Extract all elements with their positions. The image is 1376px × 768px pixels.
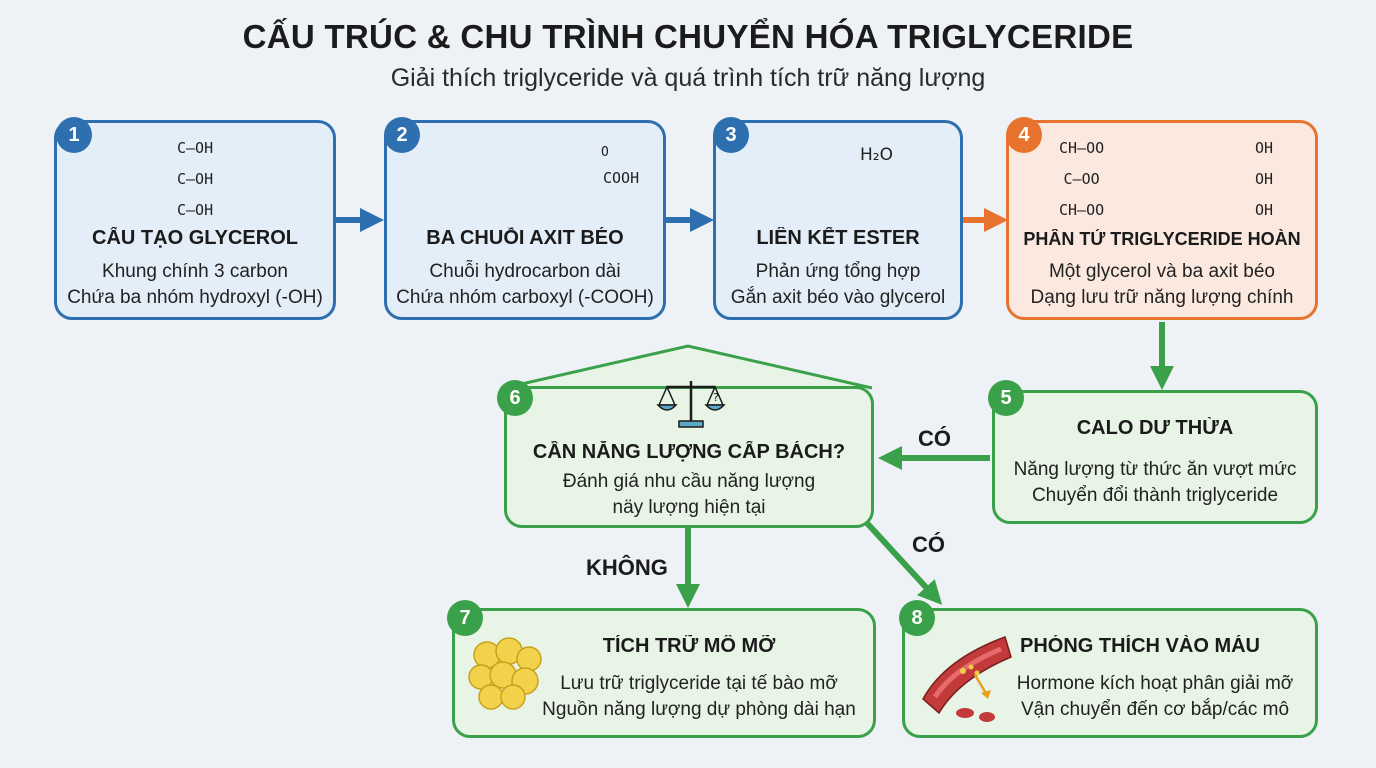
arrow-6-8 (863, 519, 943, 605)
step-6-line-2: näy lượng hiện tại (612, 497, 766, 518)
step-3-line-1: Phản ứng tổng hợp (755, 261, 921, 282)
edge-label-yes-5-6: CÓ (918, 426, 951, 451)
step-7-badge: 7 (447, 600, 483, 636)
step-7-line-1: Lưu trữ triglyceride tại tế bào mỡ (560, 673, 838, 694)
step-1-title: CẤU TẠO GLYCEROL (92, 227, 298, 249)
step-5-line-2: Chuyển đổi thành triglyceride (1031, 485, 1279, 506)
glycerol-line-2: C–OH (177, 170, 214, 188)
step-7-line-2: Nguồn năng lượng dự phòng dài hạn (542, 699, 856, 720)
step-2-line-2: Chứa nhóm carboxyl (-COOH) (396, 287, 654, 308)
carboxyl-label: COOH (603, 169, 640, 187)
step-6-badge: 6 (497, 380, 533, 416)
tri-oh-3: OH (1255, 201, 1274, 219)
page-title: CẤU TRÚC & CHU TRÌNH CHUYỂN HÓA TRIGLYCE… (242, 18, 1134, 55)
step-2-line-1: Chuỗi hydrocarbon dài (429, 261, 621, 282)
step-8-line-2: Vận chuyển đến cơ bắp/các mô (1020, 699, 1290, 720)
tri-line-3: CH–OO (1059, 201, 1105, 219)
svg-text:?: ? (713, 391, 719, 404)
step-8-card[interactable]: PHÓNG THÍCH VÀO MÁU Hormone kích hoạt ph… (902, 608, 1318, 738)
glycerol-line-1: C–OH (177, 139, 214, 157)
step-1-card[interactable]: C–OH C–OH C–OH CẤU TẠO GLYCEROL Khung ch… (54, 120, 336, 320)
water-label: H₂O (860, 145, 893, 165)
step-2-card[interactable]: O COOH BA CHUỖI AXIT BÉO Chuỗi hydrocarb… (384, 120, 666, 320)
step-1-line-1: Khung chính 3 carbon (102, 261, 288, 282)
edge-label-no-6-7: KHÔNG (586, 555, 668, 580)
carbonyl-o: O (601, 145, 609, 160)
glycerol-line-3: C–OH (177, 201, 214, 219)
step-4-badge: 4 (1006, 117, 1042, 153)
step-4-line-1: Một glycerol và ba axit béo (1048, 261, 1275, 282)
tri-oh-2: OH (1255, 170, 1274, 188)
step-5-badge: 5 (988, 380, 1024, 416)
step-3-title: LIÊN KẾT ESTER (756, 227, 920, 249)
tri-line-1: CH–OO (1059, 139, 1105, 157)
step-5-line-1: Năng lượng từ thức ăn vượt mức (1013, 459, 1297, 480)
step-8-badge: 8 (899, 600, 935, 636)
step-8-line-1: Hormone kích hoạt phân giải mỡ (1016, 673, 1294, 694)
triglyceride-backbone: CH–OO C–OO CH–OO (1059, 133, 1104, 226)
step-3-badge: 3 (713, 117, 749, 153)
step-4-title: PHÂN TỬ TRIGLYCERIDE HOÀN (1023, 229, 1301, 249)
edge-label-yes-6-8: CÓ (912, 532, 945, 557)
step-3-line-2: Gắn axit béo vào glycerol (730, 287, 946, 308)
triglyceride-ends: OH OH OH (1255, 133, 1273, 226)
step-2-badge: 2 (384, 117, 420, 153)
scale-icon: ? (656, 381, 726, 428)
glycerol-structure: C–OH C–OH C–OH (177, 133, 213, 226)
blood-vessel-icon (922, 636, 1012, 722)
step-5-card[interactable]: CALO DƯ THỪA Năng lượng từ thức ăn vượt … (992, 390, 1318, 524)
step-4-card[interactable]: CH–OO C–OO CH–OO OH OH OH PHÂN TỬ TRIGLY… (1006, 120, 1318, 320)
tri-line-2: C–OO (1063, 170, 1100, 188)
tri-oh-1: OH (1255, 139, 1274, 157)
adipose-tissue-icon (468, 637, 542, 710)
decision-roof (503, 344, 873, 390)
page-subtitle: Giải thích triglyceride và quá trình tíc… (390, 64, 986, 92)
step-6-card[interactable]: CẦN NĂNG LƯỢNG CẤP BÁCH? Đánh giá nhu cầ… (504, 381, 874, 528)
step-7-card[interactable]: TÍCH TRỮ MÔ MỠ Lưu trữ triglyceride tại … (452, 608, 876, 738)
step-1-line-2: Chứa ba nhóm hydroxyl (-OH) (67, 287, 323, 308)
step-3-card[interactable]: H₂O LIÊN KẾT ESTER Phản ứng tổng hợp Gắn… (713, 120, 963, 320)
step-1-badge: 1 (56, 117, 92, 153)
step-4-line-2: Dạng lưu trữ năng lượng chính (1030, 287, 1294, 308)
step-5-title: CALO DƯ THỪA (1076, 417, 1234, 439)
step-6-title: CẦN NĂNG LƯỢNG CẤP BÁCH? (532, 441, 846, 463)
step-7-title: TÍCH TRỮ MÔ MỠ (602, 635, 776, 657)
step-6-line-1: Đánh giá nhu cầu năng lượng (562, 471, 816, 492)
step-8-title: PHÓNG THÍCH VÀO MÁU (1020, 635, 1260, 657)
step-2-title: BA CHUỖI AXIT BÉO (426, 227, 624, 249)
